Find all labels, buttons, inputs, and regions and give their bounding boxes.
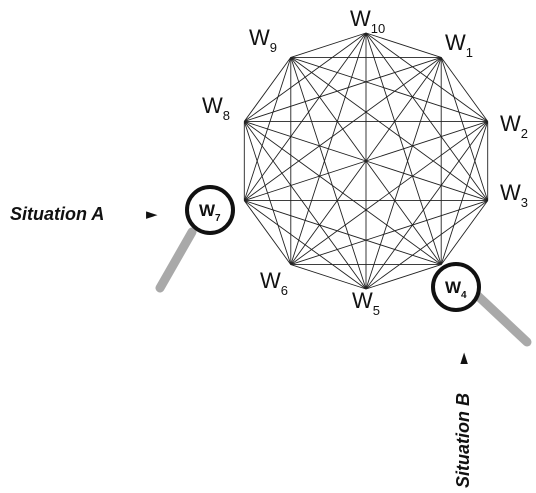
node-label-w4: W4 [445, 278, 467, 301]
edge-w4-w8 [244, 121, 442, 265]
edge-w5-w8 [243, 121, 367, 290]
edge-w3-w6 [290, 200, 488, 266]
edge-w2-w5 [365, 121, 489, 290]
magnifier-lens-a [185, 185, 235, 235]
edge-w1-w2 [440, 57, 489, 122]
edge-w5-w7 [244, 200, 367, 290]
edge-w5-w6 [290, 264, 367, 290]
edge-w7-w9 [243, 57, 292, 201]
situation-a-arrow-icon: ► [146, 205, 158, 223]
node-label-w5: W5 [352, 288, 380, 318]
edge-w8-w9 [243, 57, 292, 122]
edge-w1-w8 [244, 56, 442, 122]
edge-w2-w10 [365, 32, 488, 122]
node-label-w6: W6 [260, 268, 288, 298]
edge-w6-w7 [243, 200, 292, 265]
edge-w2-w9 [290, 56, 488, 122]
edge-w6-w8 [243, 121, 292, 265]
node-label-w7: W7 [199, 201, 221, 224]
edge-w4-w10 [365, 32, 442, 265]
edge-w8-w10 [244, 32, 367, 122]
node-label-w10: W10 [350, 6, 385, 36]
situation-a-label: Situation A [10, 204, 104, 224]
edge-w5-w9 [290, 57, 367, 290]
edge-w3-w4 [440, 200, 489, 265]
edge-w1-w10 [365, 32, 442, 58]
situation-b-label: Situation B [453, 393, 473, 488]
edge-w3-w9 [290, 57, 488, 201]
node-label-w9: W9 [249, 25, 277, 55]
situation-b-arrow-icon: ► [454, 352, 472, 364]
edge-w3-w10 [365, 32, 489, 201]
edge-w4-w7 [244, 200, 442, 266]
edge-w6-w10 [290, 32, 367, 265]
node-label-w1: W1 [445, 30, 473, 60]
edge-w9-w10 [290, 32, 367, 58]
magnifier-lens-b [431, 262, 481, 312]
graph-edges [243, 32, 489, 290]
node-label-w2: W2 [500, 111, 528, 141]
node-label-w3: W3 [500, 180, 528, 210]
magnifier-handle-b [473, 291, 532, 347]
edge-w7-w10 [243, 32, 367, 201]
magnifier-handle-a [155, 227, 197, 293]
edge-w4-w5 [365, 264, 442, 290]
node-label-w8: W8 [202, 93, 230, 123]
